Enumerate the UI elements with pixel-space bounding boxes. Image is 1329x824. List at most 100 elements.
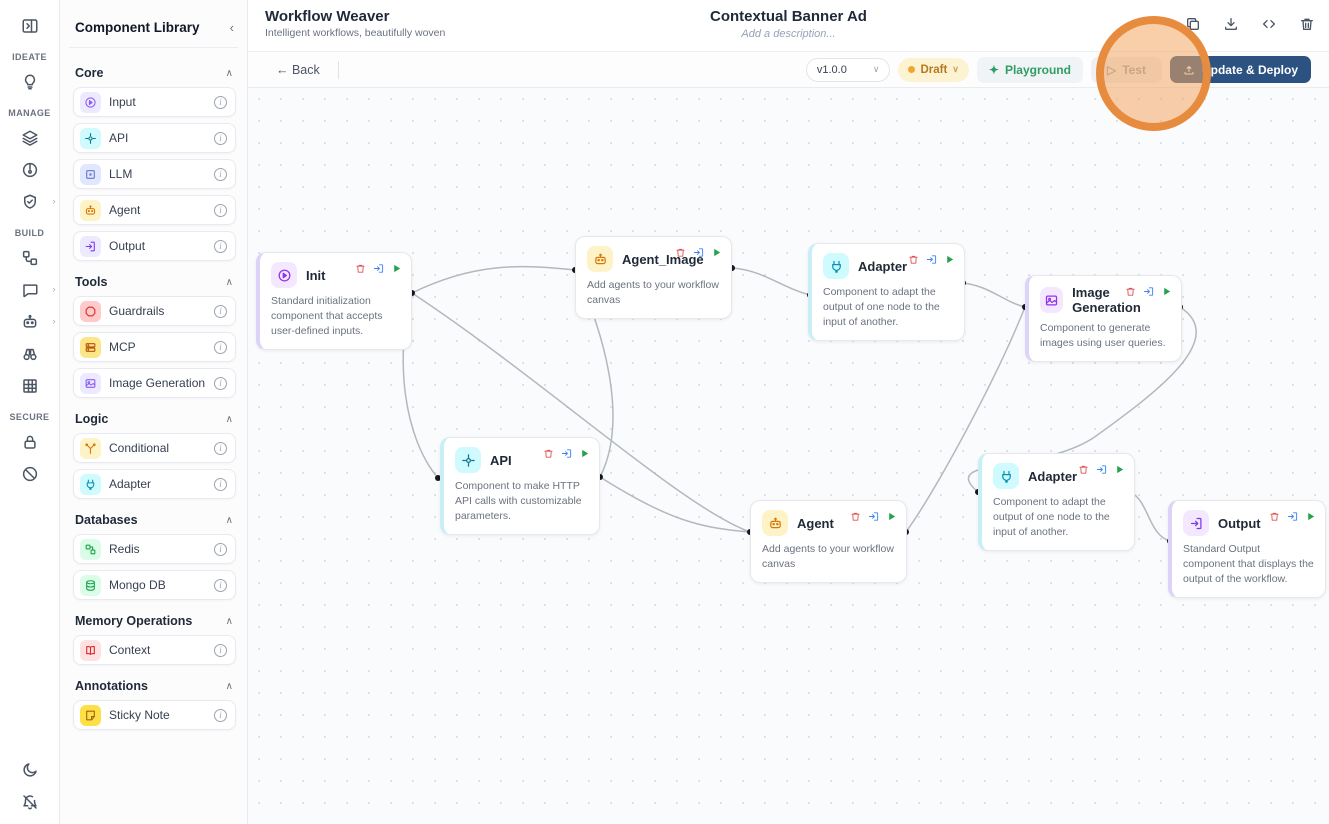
run-node-icon[interactable] bbox=[1114, 462, 1125, 480]
test-button[interactable]: ▷ Test bbox=[1090, 56, 1162, 83]
component-item-llm[interactable]: LLM i bbox=[73, 159, 236, 189]
trash-icon[interactable] bbox=[1299, 16, 1315, 37]
component-item-redis[interactable]: Redis i bbox=[73, 534, 236, 564]
chevron-up-icon[interactable]: ∧ bbox=[225, 67, 233, 79]
node-image-generation[interactable]: Image Generation Component to generate i… bbox=[1025, 275, 1182, 362]
workflow-canvas[interactable]: Init Standard initialization component t… bbox=[248, 88, 1329, 824]
run-node-icon[interactable] bbox=[579, 446, 590, 464]
export-node-icon[interactable] bbox=[868, 509, 879, 527]
info-icon[interactable]: i bbox=[214, 203, 227, 217]
info-icon[interactable]: i bbox=[214, 239, 227, 253]
bell-off-icon[interactable] bbox=[13, 789, 47, 815]
binoculars-icon[interactable] bbox=[13, 341, 47, 367]
component-item-context[interactable]: Context i bbox=[73, 635, 236, 665]
info-icon[interactable]: i bbox=[214, 708, 227, 722]
section-header-memory-operations[interactable]: Memory Operations ∧ bbox=[75, 614, 233, 628]
layers-icon[interactable] bbox=[13, 125, 47, 151]
chevron-up-icon[interactable]: ∧ bbox=[225, 514, 233, 526]
panel-toggle-icon[interactable] bbox=[13, 13, 47, 39]
chevron-up-icon[interactable]: ∧ bbox=[225, 413, 233, 425]
component-item-image-generation[interactable]: Image Generation i bbox=[73, 368, 236, 398]
workflow-icon[interactable] bbox=[13, 245, 47, 271]
node-agent-image[interactable]: Agent_Image Add agents to your workflow … bbox=[575, 236, 732, 319]
export-node-icon[interactable] bbox=[1287, 509, 1298, 527]
collapse-panel-icon[interactable]: ‹ bbox=[229, 20, 234, 35]
ban-icon[interactable] bbox=[13, 461, 47, 487]
back-button[interactable]: ← Back bbox=[276, 62, 320, 77]
info-icon[interactable]: i bbox=[214, 643, 227, 657]
download-icon[interactable] bbox=[1223, 16, 1239, 37]
section-header-core[interactable]: Core ∧ bbox=[75, 66, 233, 80]
chevron-up-icon[interactable]: ∧ bbox=[225, 615, 233, 627]
section-header-tools[interactable]: Tools ∧ bbox=[75, 275, 233, 289]
export-node-icon[interactable] bbox=[693, 245, 704, 263]
chevron-up-icon[interactable]: ∧ bbox=[225, 276, 233, 288]
component-item-input[interactable]: Input i bbox=[73, 87, 236, 117]
delete-node-icon[interactable] bbox=[1078, 462, 1089, 480]
robot-icon[interactable]: › bbox=[13, 309, 56, 335]
chevron-right-icon[interactable]: › bbox=[52, 196, 56, 206]
moon-icon[interactable] bbox=[13, 757, 47, 783]
workflow-title[interactable]: Contextual Banner Ad bbox=[710, 8, 867, 25]
component-item-conditional[interactable]: Conditional i bbox=[73, 433, 236, 463]
status-badge[interactable]: Draft ∨ bbox=[898, 57, 969, 82]
component-item-sticky-note[interactable]: Sticky Note i bbox=[73, 700, 236, 730]
model-icon[interactable] bbox=[13, 157, 47, 183]
version-select[interactable]: v1.0.0∨ bbox=[805, 57, 891, 82]
run-node-icon[interactable] bbox=[1161, 284, 1172, 302]
delete-node-icon[interactable] bbox=[908, 252, 919, 270]
node-agent[interactable]: Agent Add agents to your workflow canvas bbox=[750, 500, 907, 583]
component-item-adapter[interactable]: Adapter i bbox=[73, 469, 236, 499]
lock-icon[interactable] bbox=[13, 429, 47, 455]
delete-node-icon[interactable] bbox=[543, 446, 554, 464]
info-icon[interactable]: i bbox=[214, 578, 227, 592]
lightbulb-icon[interactable] bbox=[13, 69, 47, 95]
workflow-description[interactable]: Add a description... bbox=[741, 28, 836, 40]
export-node-icon[interactable] bbox=[561, 446, 572, 464]
copy-icon[interactable] bbox=[1185, 16, 1201, 37]
delete-node-icon[interactable] bbox=[1125, 284, 1136, 302]
chevron-up-icon[interactable]: ∧ bbox=[225, 680, 233, 692]
shield-check-icon[interactable]: › bbox=[13, 189, 56, 215]
code-icon[interactable] bbox=[1261, 16, 1277, 37]
info-icon[interactable]: i bbox=[214, 441, 227, 455]
update-deploy-button[interactable]: Update & Deploy bbox=[1169, 56, 1311, 83]
delete-node-icon[interactable] bbox=[1269, 509, 1280, 527]
grid-icon[interactable] bbox=[13, 373, 47, 399]
info-icon[interactable]: i bbox=[214, 95, 227, 109]
component-item-output[interactable]: Output i bbox=[73, 231, 236, 261]
info-icon[interactable]: i bbox=[214, 304, 227, 318]
node-adapter-2[interactable]: Adapter Component to adapt the output of… bbox=[978, 453, 1135, 551]
node-output[interactable]: Output Standard Output component that di… bbox=[1168, 500, 1326, 598]
section-header-annotations[interactable]: Annotations ∧ bbox=[75, 679, 233, 693]
export-node-icon[interactable] bbox=[926, 252, 937, 270]
delete-node-icon[interactable] bbox=[675, 245, 686, 263]
node-adapter-1[interactable]: Adapter Component to adapt the output of… bbox=[808, 243, 965, 341]
export-node-icon[interactable] bbox=[1143, 284, 1154, 302]
run-node-icon[interactable] bbox=[886, 509, 897, 527]
info-icon[interactable]: i bbox=[214, 376, 227, 390]
chevron-right-icon[interactable]: › bbox=[52, 316, 56, 326]
chat-icon[interactable]: › bbox=[13, 277, 56, 303]
node-api[interactable]: API Component to make HTTP API calls wit… bbox=[440, 437, 600, 535]
info-icon[interactable]: i bbox=[214, 477, 227, 491]
export-node-icon[interactable] bbox=[1096, 462, 1107, 480]
section-header-logic[interactable]: Logic ∧ bbox=[75, 412, 233, 426]
run-node-icon[interactable] bbox=[1305, 509, 1316, 527]
node-init[interactable]: Init Standard initialization component t… bbox=[256, 252, 412, 350]
chevron-right-icon[interactable]: › bbox=[52, 284, 56, 294]
run-node-icon[interactable] bbox=[711, 245, 722, 263]
info-icon[interactable]: i bbox=[214, 167, 227, 181]
info-icon[interactable]: i bbox=[214, 131, 227, 145]
component-item-agent[interactable]: Agent i bbox=[73, 195, 236, 225]
playground-button[interactable]: ✦ Playground bbox=[976, 56, 1083, 83]
delete-node-icon[interactable] bbox=[850, 509, 861, 527]
component-item-mongo-db[interactable]: Mongo DB i bbox=[73, 570, 236, 600]
section-header-databases[interactable]: Databases ∧ bbox=[75, 513, 233, 527]
delete-node-icon[interactable] bbox=[355, 261, 366, 279]
info-icon[interactable]: i bbox=[214, 340, 227, 354]
component-item-guardrails[interactable]: Guardrails i bbox=[73, 296, 236, 326]
run-node-icon[interactable] bbox=[944, 252, 955, 270]
export-node-icon[interactable] bbox=[373, 261, 384, 279]
component-item-api[interactable]: API i bbox=[73, 123, 236, 153]
